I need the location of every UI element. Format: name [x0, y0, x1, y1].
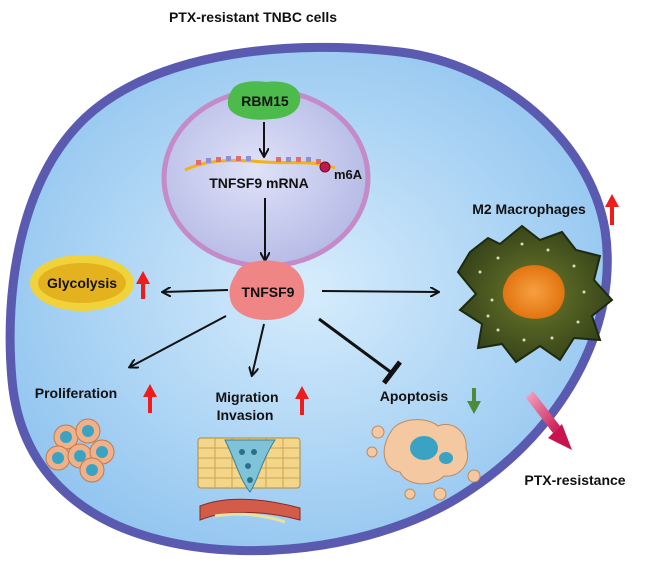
apoptosis-down-arrow: [467, 388, 481, 414]
m2-macrophage-nucleus: [502, 265, 565, 319]
invasion-label: Invasion: [217, 407, 274, 423]
diagram-title: PTX-resistant TNBC cells: [169, 9, 337, 25]
glycolysis-inner: [38, 263, 126, 303]
migration-up-arrow: [295, 386, 309, 415]
ptx-resistance-label: PTX-resistance: [524, 472, 625, 488]
arrow-tnfsf9-to-macrophages: [321, 291, 438, 292]
arrow-tnfsf9-to-proliferation: [130, 315, 227, 367]
migration-label: Migration: [216, 389, 279, 405]
tnfsf9-protein: [229, 260, 305, 320]
rbm15-label: RBM15: [241, 93, 289, 109]
m2-up-arrow: [605, 194, 619, 225]
glycolysis-up-arrow: [136, 271, 150, 299]
ptx-resistance-arrow: [526, 391, 572, 450]
proliferation-label: Proliferation: [35, 385, 117, 401]
inhibit-tnfsf9-to-apoptosis: [318, 317, 402, 385]
apoptotic-cell-icon: [366, 419, 481, 501]
m6a-label: m6A: [334, 167, 363, 182]
rbm15-protein: [227, 81, 301, 120]
cell-membrane: [5, 42, 612, 556]
proliferating-cells-icon: [45, 418, 115, 483]
m2-macrophages-label: M2 Macrophages: [472, 201, 586, 217]
glycolysis-label: Glycolysis: [47, 275, 117, 291]
tnfsf9-label: TNFSF9: [242, 284, 295, 300]
arrow-tnfsf9-to-migration: [252, 323, 265, 375]
macrophage-texture-dots: [478, 242, 586, 342]
mrna-nucleotides: [196, 156, 321, 165]
m6a-site: [319, 161, 331, 173]
arrow-tnfsf9-to-glycolysis: [163, 290, 229, 292]
apoptosis-label: Apoptosis: [380, 388, 449, 404]
mrna-label: TNFSF9 mRNA: [209, 175, 309, 191]
proliferation-up-arrow: [143, 384, 157, 413]
invasion-tissue-icon: [197, 437, 301, 524]
